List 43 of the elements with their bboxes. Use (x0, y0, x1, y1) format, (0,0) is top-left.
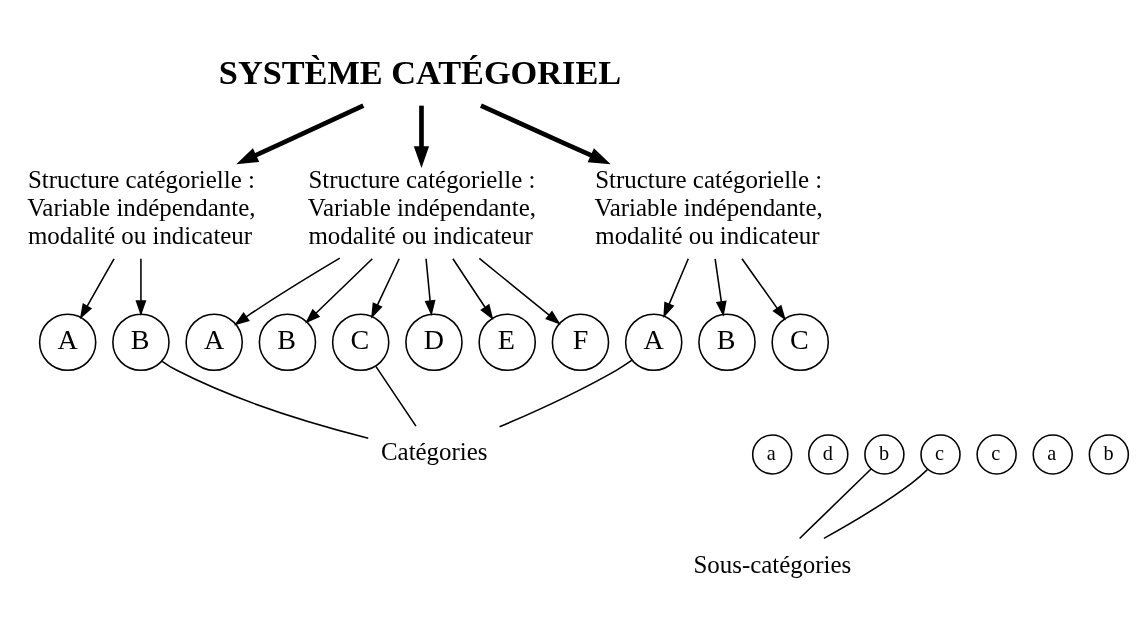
node-circle: b (864, 434, 905, 475)
node-text: Structure catégorielle : Variable indépendante, modalité ou indicateur (27, 165, 256, 249)
node-circle: a (1032, 434, 1073, 475)
arrow (478, 257, 561, 325)
node-circle: C (771, 313, 830, 372)
connector (375, 365, 417, 427)
arrow (305, 258, 374, 324)
node-circle: a (751, 434, 793, 475)
arrow (413, 105, 430, 169)
arrow (236, 103, 365, 165)
arrow (479, 103, 611, 165)
arrow (452, 258, 494, 320)
node-circle: D (405, 313, 463, 372)
arrow (741, 258, 786, 321)
connector (498, 359, 633, 428)
node-circle: B (112, 313, 170, 372)
node-text: Catégories (380, 438, 488, 466)
arrow (371, 258, 400, 319)
node-circle: A (624, 313, 683, 372)
arrow (234, 257, 341, 326)
arrow (663, 258, 690, 318)
node-circle: b (1088, 434, 1130, 475)
node-circle: c (920, 434, 961, 475)
connector (798, 468, 872, 540)
node-text: Structure catégorielle : Variable indépendante, modalité ou indicateur (594, 165, 823, 249)
node-circle: A (185, 313, 243, 372)
node-circle: c (976, 434, 1017, 475)
node-circle: B (258, 313, 317, 372)
node-circle: A (38, 313, 97, 372)
node-circle: E (478, 313, 537, 372)
node-circle: B (698, 313, 756, 372)
arrow (79, 258, 115, 320)
node-text: Sous-catégories (693, 550, 852, 578)
node-circle: d (808, 434, 849, 475)
arrow (714, 258, 727, 317)
arrow (135, 258, 147, 316)
arrow (424, 258, 436, 316)
connector (823, 468, 929, 540)
node-text: Structure catégorielle : Variable indépendante, modalité ou indicateur (307, 165, 537, 249)
node-circle: C (331, 313, 390, 372)
node-text: SYSTÈME CATÉGORIEL (218, 53, 622, 92)
connector (161, 360, 369, 439)
node-circle: F (551, 313, 610, 372)
